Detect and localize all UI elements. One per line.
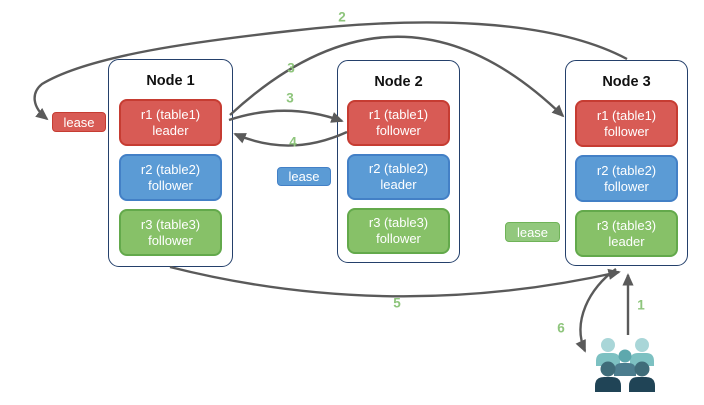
lease-badge-table3: lease: [505, 222, 560, 242]
replica-role: follower: [148, 177, 193, 193]
node-1-replica-r3: r3 (table3) follower: [119, 209, 222, 256]
node-1-replica-r1: r1 (table1) leader: [119, 99, 222, 146]
step-label-3a: 3: [287, 60, 295, 76]
replica-role: follower: [604, 123, 649, 139]
lease-badge-table1: lease: [52, 112, 106, 132]
node-1-title: Node 1: [146, 73, 195, 89]
node-3-replica-r1: r1 (table1) follower: [575, 100, 678, 147]
arrow-step-3-to-node2: [228, 109, 344, 123]
replica-name: r2 (table2): [140, 161, 201, 177]
step-label-2: 2: [338, 9, 346, 25]
replica-name: r3 (table3): [596, 217, 657, 233]
node-3-title: Node 3: [602, 74, 651, 90]
node-2-replica-r1: r1 (table1) follower: [347, 100, 450, 146]
replica-role: follower: [604, 178, 649, 194]
step-label-4: 4: [289, 134, 297, 150]
node-3-replica-r3: r3 (table3) leader: [575, 210, 678, 257]
replica-name: r1 (table1): [140, 106, 201, 122]
replica-name: r1 (table1): [596, 107, 657, 123]
replica-role: follower: [376, 231, 421, 246]
node-1-replica-r2: r2 (table2) follower: [119, 154, 222, 201]
node-1: Node 1 r1 (table1) leader r2 (table2) fo…: [108, 59, 233, 267]
replica-name: r1 (table1): [368, 107, 429, 122]
node-3: Node 3 r1 (table1) follower r2 (table2) …: [565, 60, 688, 266]
lease-badge-table2: lease: [277, 167, 331, 186]
replica-name: r2 (table2): [596, 162, 657, 178]
replica-role: leader: [608, 233, 645, 249]
replica-role: leader: [152, 122, 189, 138]
node-2-title: Node 2: [374, 74, 423, 90]
node-2-replica-r3: r3 (table3) follower: [347, 208, 450, 254]
node-2: Node 2 r1 (table1) follower r2 (table2) …: [337, 60, 460, 263]
step-label-3b: 3: [286, 90, 294, 106]
replica-role: follower: [148, 232, 193, 248]
node-2-replica-r2: r2 (table2) leader: [347, 154, 450, 200]
step-label-1: 1: [637, 297, 645, 313]
replica-role: leader: [380, 177, 417, 192]
users-icon: [595, 338, 655, 392]
replica-name: r3 (table3): [140, 216, 201, 232]
replica-name: r3 (table3): [368, 215, 429, 230]
replica-role: follower: [376, 123, 421, 138]
step-label-5: 5: [393, 295, 401, 311]
node-3-replica-r2: r2 (table2) follower: [575, 155, 678, 202]
replica-name: r2 (table2): [368, 161, 429, 176]
step-label-6: 6: [557, 320, 565, 336]
arrow-step-5: [169, 265, 621, 298]
